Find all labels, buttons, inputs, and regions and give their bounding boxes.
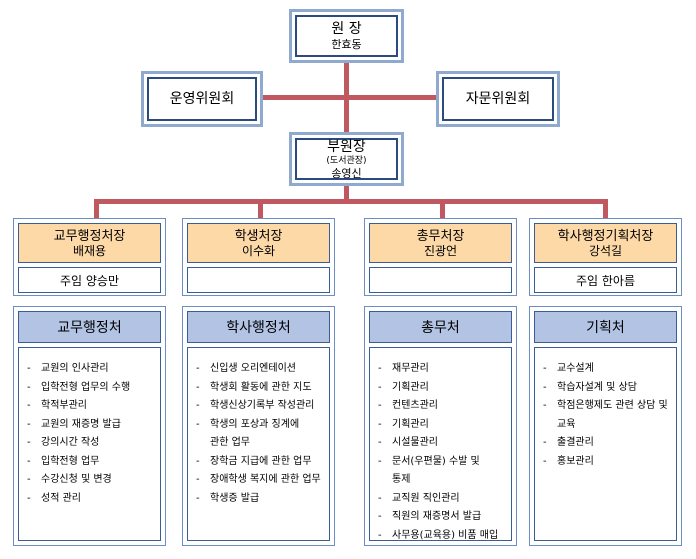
duty-item: 학생신상기록부 작성관리	[196, 397, 323, 416]
duty-item: 직원의 재증명서 발급	[378, 508, 505, 527]
head-title: 교무행정처장	[53, 228, 126, 244]
connector-committees	[262, 95, 438, 100]
duty-item: 입학전형 업무	[27, 453, 154, 472]
vice-director-note: (도서관장)	[326, 155, 367, 166]
duty-item: 사무용(교육용) 비품 매입	[378, 527, 505, 546]
duty-item: 교원의 인사관리	[27, 360, 154, 379]
duty-item: 재무관리	[378, 360, 505, 379]
head-name: 강석길	[588, 243, 623, 258]
dept-box-general-affairs: 총무처 재무관리기획관리컨텐츠관리기획관리시설물관리문서(우편물) 수발 및통제…	[364, 306, 517, 546]
connector-branch-4	[603, 199, 608, 219]
duty-item: 성적 관리	[27, 490, 154, 509]
connector-branch-horizontal	[94, 199, 608, 204]
duty-item: 관한 업무	[210, 437, 250, 448]
duty-item: 출결관리	[543, 434, 670, 453]
duty-item: 장애학생 복지에 관한 업무	[196, 471, 323, 490]
head-title: 학생처장	[234, 228, 283, 244]
connector-branch-1	[94, 199, 99, 219]
dept-box-academic-admin: 교무행정처 교원의 인사관리입학전형 업무의 수행학적부관리교원의 재증명 발급…	[13, 306, 166, 546]
head-name: 배재용	[72, 243, 107, 258]
head-title: 총무처장	[416, 228, 465, 244]
duty-item: 장학금 지급에 관한 업무	[196, 453, 323, 472]
head-title: 학사행정기획처장	[557, 228, 654, 244]
duty-item: 수강신청 및 변경	[27, 471, 154, 490]
committee-advisory-label: 자문위원회	[465, 90, 531, 107]
duty-item: 기획관리	[378, 379, 505, 398]
duty-item: 학습자설계 및 상담	[543, 379, 670, 398]
head-staff: 주임 한아름	[534, 267, 677, 293]
duty-item: 교원의 재증명 발급	[27, 416, 154, 435]
dept-title: 학사행정처	[187, 311, 330, 343]
director-box: 원 장 한효동	[289, 9, 404, 63]
duty-item: 교육	[557, 418, 576, 430]
duty-item: 통제	[392, 474, 411, 485]
duty-item: 학적부관리	[27, 397, 154, 416]
duty-item: 강의시간 작성	[27, 434, 154, 453]
duty-item: 학점은행제도 관련 상담 및	[543, 397, 670, 416]
duty-list: 교수설계학습자설계 및 상담학점은행제도 관련 상담 및교육출결관리홍보관리	[535, 348, 676, 471]
duty-item: 신입생 오리엔테이션	[196, 360, 323, 379]
duty-list: 신입생 오리엔테이션학생회 활동에 관한 지도학생신상기록부 작성관리학생의 포…	[188, 348, 329, 508]
head-box-general-affairs: 총무처장 진광언	[364, 218, 517, 296]
duty-item: 컨텐츠관리	[378, 397, 505, 416]
vice-director-box: 부원장 (도서관장) 송영신	[289, 132, 404, 186]
head-staff	[369, 267, 512, 293]
head-box-planning: 학사행정기획처장 강석길 주임 한아름	[529, 218, 682, 296]
committee-advisory-box: 자문위원회	[436, 71, 560, 127]
head-name: 진광언	[423, 243, 458, 258]
head-staff: 주임 양승만	[18, 267, 161, 293]
dept-title: 교무행정처	[18, 311, 161, 343]
committee-operations-box: 운영위원회	[141, 71, 263, 127]
dept-box-student-affairs: 학사행정처 신입생 오리엔테이션학생회 활동에 관한 지도학생신상기록부 작성관…	[182, 306, 335, 546]
head-box-student-affairs: 학생처장 이수화	[182, 218, 335, 296]
connector-branch-2	[258, 199, 263, 219]
connector-vice-branch	[344, 184, 349, 202]
duty-item: 시설물관리	[378, 434, 505, 453]
duty-item: 기획관리	[378, 416, 505, 435]
head-staff	[187, 267, 330, 293]
dept-box-planning: 기획처 교수설계학습자설계 및 상담학점은행제도 관련 상담 및교육출결관리홍보…	[529, 306, 682, 546]
duty-item: 학생증 발급	[196, 490, 323, 509]
director-name: 한효동	[331, 38, 362, 51]
duty-item: 학생회 활동에 관한 지도	[196, 379, 323, 398]
duty-item: 홍보관리	[543, 453, 670, 472]
duty-item: 문서(우편물) 수발 및	[378, 453, 505, 472]
duty-item: 학생의 포상과 징계에	[196, 416, 323, 435]
committee-operations-label: 운영위원회	[169, 90, 235, 107]
vice-director-title: 부원장	[327, 138, 366, 155]
vice-director-name: 송영신	[331, 166, 362, 180]
duty-list: 교원의 인사관리입학전형 업무의 수행학적부관리교원의 재증명 발급강의시간 작…	[19, 348, 160, 508]
duty-item: 입학전형 업무의 수행	[27, 379, 154, 398]
duty-list: 재무관리기획관리컨텐츠관리기획관리시설물관리문서(우편물) 수발 및통제교직원 …	[370, 348, 511, 545]
connector-branch-3	[440, 199, 445, 219]
duty-item: 교직원 직인관리	[378, 490, 505, 509]
head-box-academic-admin: 교무행정처장 배재용 주임 양승만	[13, 218, 166, 296]
dept-title: 총무처	[369, 311, 512, 343]
duty-item: 교수설계	[543, 360, 670, 379]
dept-title: 기획처	[534, 311, 677, 343]
head-name: 이수화	[241, 243, 276, 258]
director-title: 원 장	[331, 21, 362, 37]
